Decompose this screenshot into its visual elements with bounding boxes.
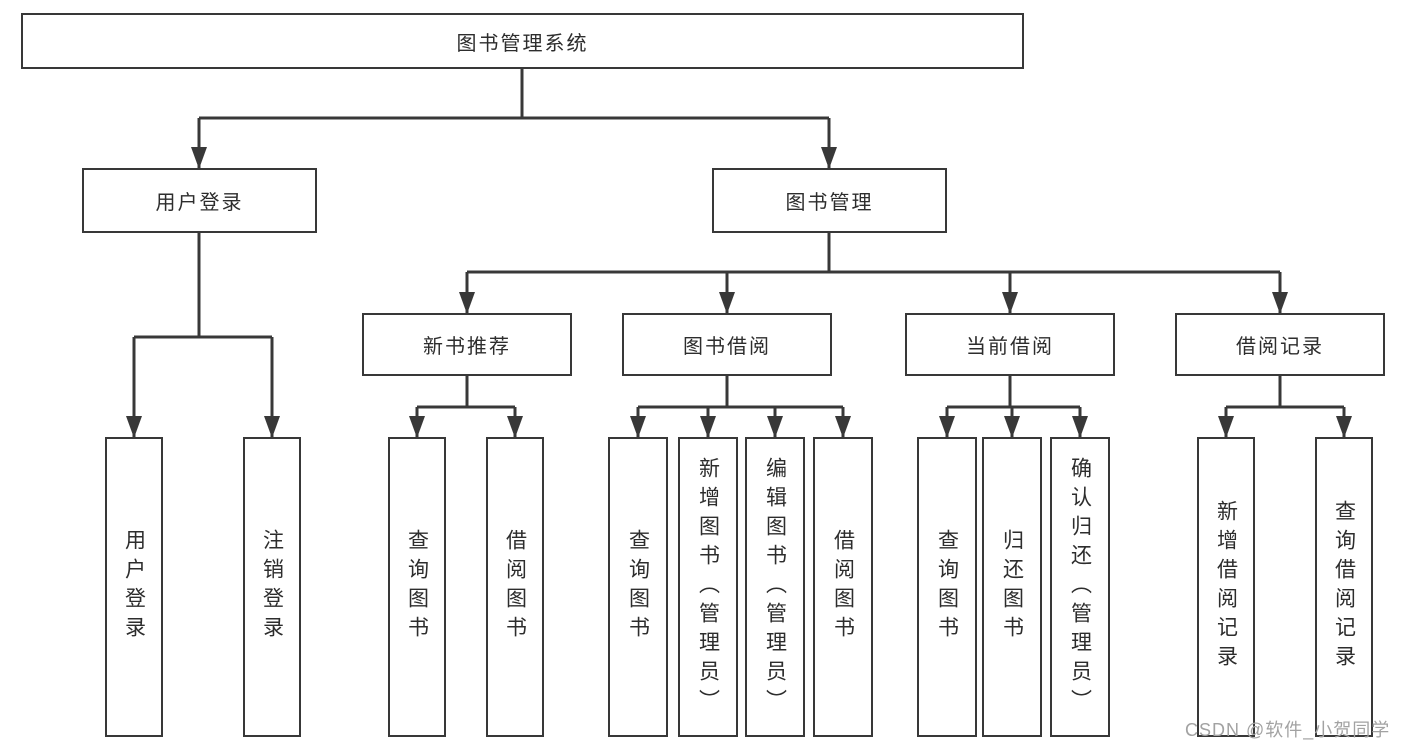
leaf-query-book-current: 查询图书 [917, 437, 977, 737]
leaf-borrow-book: 借阅图书 [813, 437, 873, 737]
leaf-add-book-admin: 新增图书（管理员） [678, 437, 738, 737]
leaf-return-book: 归还图书 [982, 437, 1042, 737]
node-book-management: 图书管理 [712, 168, 947, 233]
leaf-add-borrow-record: 新增借阅记录 [1197, 437, 1255, 737]
node-current-borrow: 当前借阅 [905, 313, 1115, 376]
node-library-management-system: 图书管理系统 [21, 13, 1024, 69]
leaf-query-book-borrow: 查询图书 [608, 437, 668, 737]
node-book-borrow: 图书借阅 [622, 313, 832, 376]
leaf-query-book-recommend: 查询图书 [388, 437, 446, 737]
leaf-query-borrow-record: 查询借阅记录 [1315, 437, 1373, 737]
node-new-book-recommend: 新书推荐 [362, 313, 572, 376]
csdn-watermark: CSDN @软件_小贺同学 [1185, 720, 1391, 740]
leaf-user-login: 用户登录 [105, 437, 163, 737]
leaf-borrow-book-recommend: 借阅图书 [486, 437, 544, 737]
node-borrow-records: 借阅记录 [1175, 313, 1385, 376]
leaf-logout: 注销登录 [243, 437, 301, 737]
node-user-login: 用户登录 [82, 168, 317, 233]
leaf-confirm-return-admin: 确认归还（管理员） [1050, 437, 1110, 737]
leaf-edit-book-admin: 编辑图书（管理员） [745, 437, 805, 737]
